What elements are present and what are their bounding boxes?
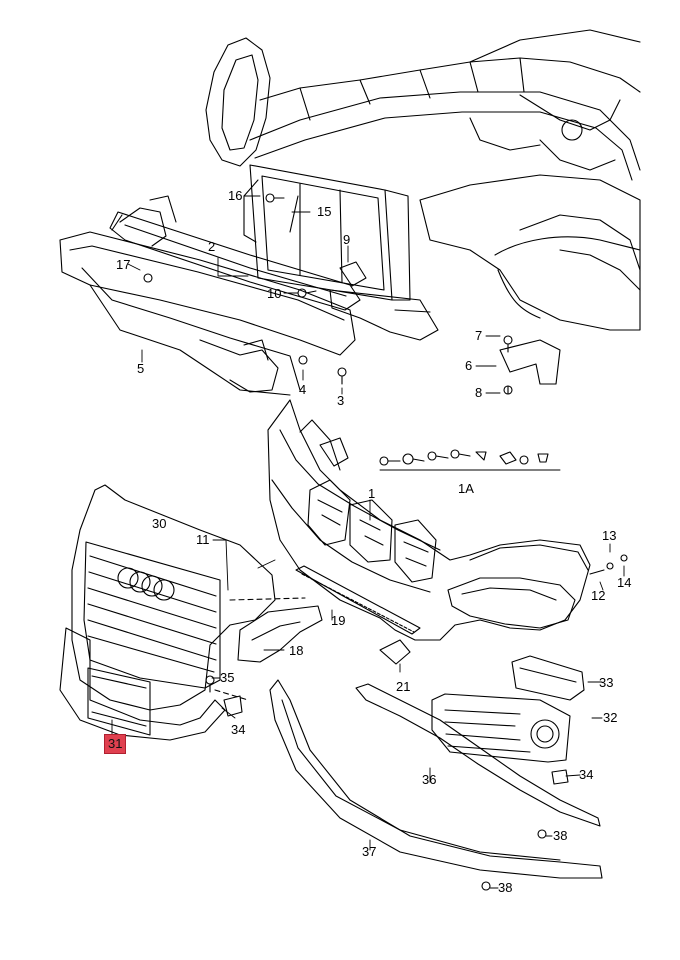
part-label-37[interactable]: 37 (362, 844, 377, 859)
part-label-35[interactable]: 35 (220, 670, 235, 685)
part-label-12[interactable]: 12 (591, 588, 606, 603)
part-label-30[interactable]: 30 (152, 516, 167, 531)
part-label-5[interactable]: 5 (137, 361, 145, 376)
part-label-1[interactable]: 1 (368, 486, 376, 501)
part-label-1a[interactable]: 1A (458, 481, 474, 496)
part-label-7[interactable]: 7 (475, 328, 483, 343)
leader-lines (111, 195, 625, 889)
part-label-9[interactable]: 9 (343, 232, 351, 247)
bumper-cover (267, 399, 591, 641)
part-label-34-right[interactable]: 34 (579, 767, 594, 782)
fog-cover (511, 655, 585, 701)
part-label-8[interactable]: 8 (475, 385, 483, 400)
part-label-33[interactable]: 33 (599, 675, 614, 690)
body-structure (205, 29, 641, 341)
part-label-34-left[interactable]: 34 (231, 722, 246, 737)
part-label-4[interactable]: 4 (299, 382, 307, 397)
part-label-11[interactable]: 11 (196, 532, 210, 547)
part-label-15[interactable]: 15 (317, 204, 332, 219)
part-label-13[interactable]: 13 (602, 528, 617, 543)
part-label-36[interactable]: 36 (422, 772, 437, 787)
lip-spoiler-36 (355, 683, 601, 827)
part-label-38-lower[interactable]: 38 (498, 880, 513, 895)
part-label-18[interactable]: 18 (289, 643, 304, 658)
grille-assembly (59, 484, 323, 741)
hardware (143, 193, 628, 891)
part-label-6[interactable]: 6 (465, 358, 473, 373)
part-label-3[interactable]: 3 (337, 393, 345, 408)
trim-strip (295, 565, 421, 635)
part-label-31-selected[interactable]: 31 (104, 734, 127, 754)
part-label-16[interactable]: 16 (228, 188, 243, 203)
lip-spoiler-37 (269, 679, 603, 879)
part-label-17[interactable]: 17 (116, 257, 131, 272)
part-label-14[interactable]: 14 (617, 575, 632, 590)
fog-grille (431, 693, 571, 763)
part-label-19[interactable]: 19 (331, 613, 346, 628)
part-label-32[interactable]: 32 (603, 710, 618, 725)
part-label-38-upper[interactable]: 38 (553, 828, 568, 843)
part-label-10[interactable]: 10 (267, 286, 282, 301)
bumper-carrier (59, 195, 361, 396)
part-label-21[interactable]: 21 (396, 679, 411, 694)
part-label-2[interactable]: 2 (208, 239, 216, 254)
